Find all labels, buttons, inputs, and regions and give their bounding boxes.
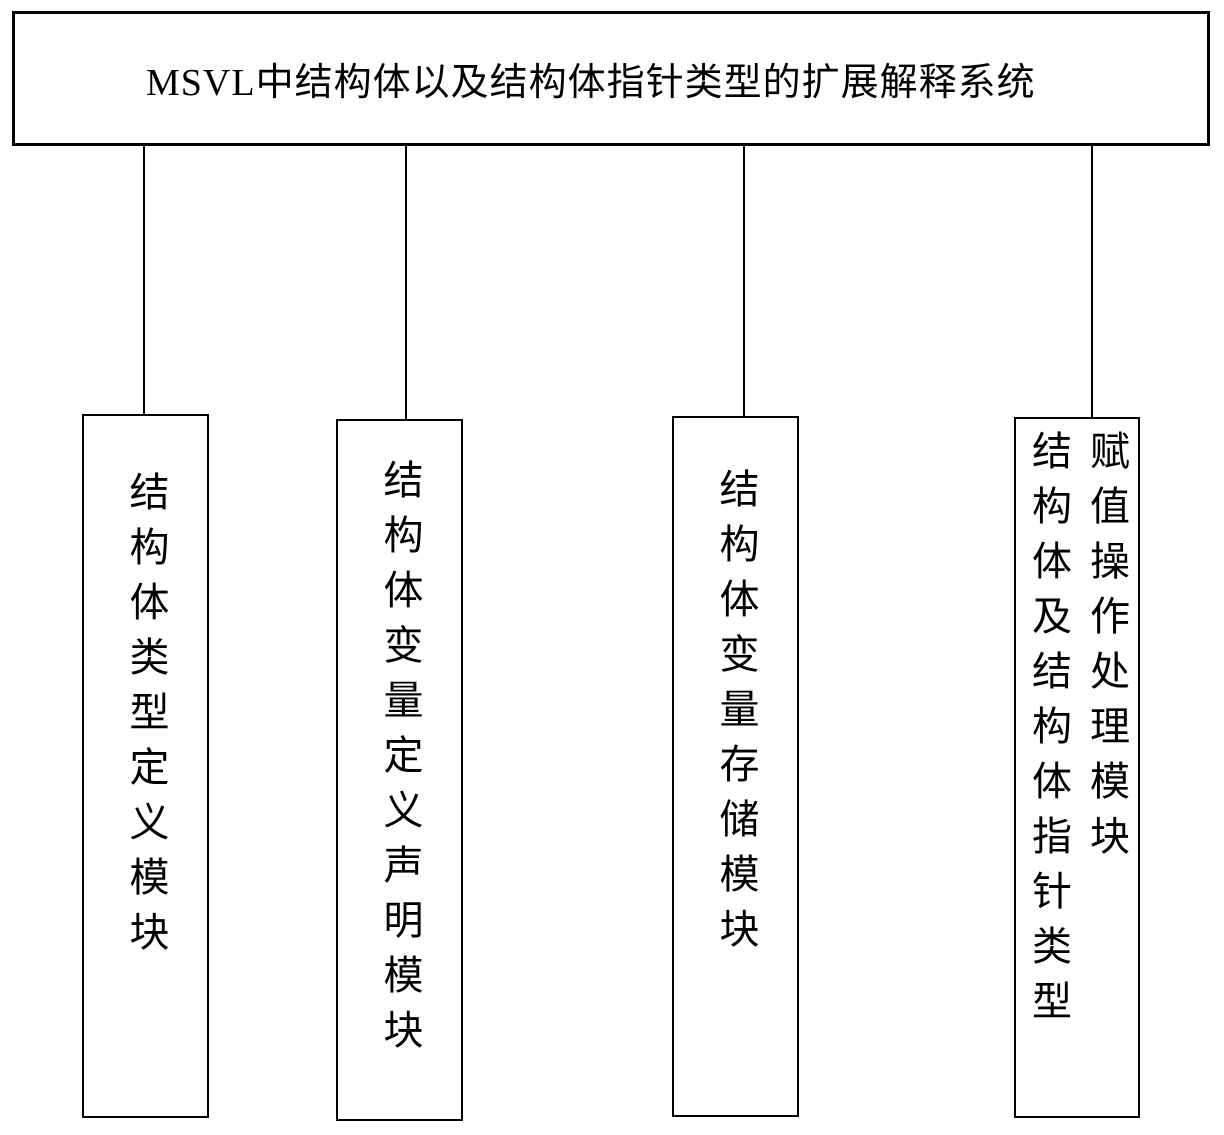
system-title: MSVL中结构体以及结构体指针类型的扩展解释系统	[146, 62, 1036, 104]
system-title-box: MSVL中结构体以及结构体指针类型的扩展解释系统	[12, 11, 1210, 146]
module-box-struct-variable-definition-declaration: 结构体变量定义声明模块	[336, 419, 463, 1121]
module-label-assignment-operation-types: 结构体及结构体指针类型	[1026, 430, 1071, 1035]
module-label-struct-variable-definition-declaration: 结构体变量定义声明模块	[377, 459, 423, 1064]
module-label-struct-type-definition: 结构体类型定义模块	[123, 471, 169, 966]
module-box-struct-variable-storage: 结构体变量存储模块	[672, 416, 799, 1117]
module-label-struct-variable-storage: 结构体变量存储模块	[713, 468, 759, 963]
module-box-assignment-operation-processing: 结构体及结构体指针类型 赋值操作处理模块	[1014, 417, 1140, 1118]
module-box-struct-type-definition: 结构体类型定义模块	[82, 414, 209, 1118]
module-label-assignment-operation-processing: 赋值操作处理模块	[1084, 430, 1129, 870]
connector-line-1	[143, 146, 145, 414]
connector-line-4	[1091, 146, 1093, 417]
connector-line-3	[743, 146, 745, 416]
connector-line-2	[405, 146, 407, 419]
